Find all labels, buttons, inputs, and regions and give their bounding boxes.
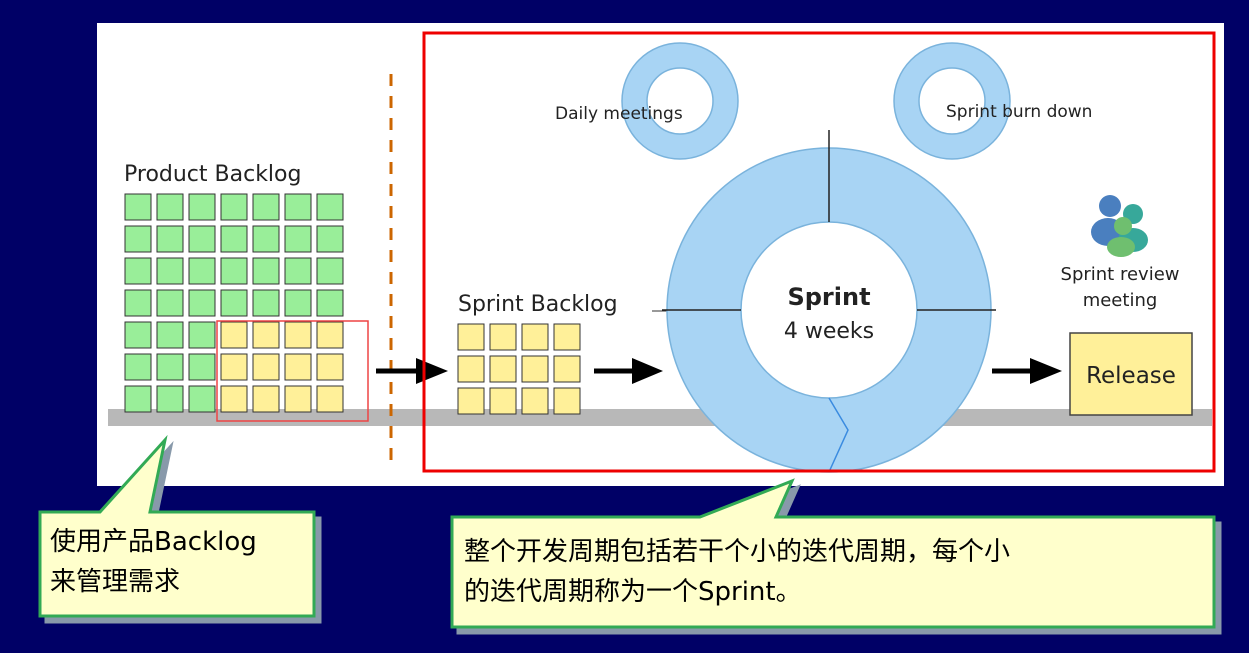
backlog-item bbox=[124, 225, 152, 253]
backlog-item bbox=[252, 385, 280, 413]
left-callout-line1: 使用产品Backlog bbox=[50, 527, 257, 557]
daily-meetings-cycle bbox=[621, 42, 739, 160]
backlog-item bbox=[220, 385, 248, 413]
backlog-item bbox=[316, 289, 344, 317]
daily-meetings-label: Daily meetings bbox=[555, 104, 683, 124]
backlog-item bbox=[284, 193, 312, 221]
backlog-item bbox=[316, 353, 344, 381]
selected-items-box bbox=[216, 320, 369, 422]
backlog-item bbox=[284, 257, 312, 285]
right-callout-line1: 整个开发周期包括若干个小的迭代周期，每个小 bbox=[464, 537, 1011, 567]
sprint-backlog-item bbox=[521, 323, 549, 351]
left-callout bbox=[38, 434, 316, 618]
sprint-backlog-label: Sprint Backlog bbox=[458, 292, 618, 317]
sprint-duration: 4 weeks bbox=[784, 319, 874, 344]
sprint-backlog-item bbox=[457, 323, 485, 351]
backlog-item bbox=[188, 353, 216, 381]
backlog-item bbox=[156, 289, 184, 317]
backlog-item bbox=[284, 385, 312, 413]
backlog-item bbox=[188, 257, 216, 285]
backlog-item bbox=[220, 257, 248, 285]
arrow-to-sprint bbox=[594, 358, 663, 384]
backlog-item bbox=[252, 257, 280, 285]
sprint-backlog-item bbox=[489, 323, 517, 351]
sprint-review-label-line2: meeting bbox=[1083, 290, 1158, 311]
sprint-backlog-item bbox=[521, 355, 549, 383]
sprint-backlog-item bbox=[553, 323, 581, 351]
people-icon bbox=[1091, 195, 1148, 257]
backlog-item bbox=[156, 257, 184, 285]
backlog-item bbox=[156, 321, 184, 349]
product-backlog-grid bbox=[124, 193, 344, 413]
backlog-item bbox=[252, 193, 280, 221]
sprint-backlog-item bbox=[553, 387, 581, 415]
sprint-backlog-item bbox=[489, 355, 517, 383]
backlog-item bbox=[124, 193, 152, 221]
product-backlog-label: Product Backlog bbox=[124, 162, 301, 187]
left-callout-text: 使用产品Backlog 来管理需求 bbox=[50, 522, 257, 602]
arrow-to-release bbox=[992, 358, 1062, 384]
backlog-item bbox=[124, 321, 152, 349]
backlog-item bbox=[316, 257, 344, 285]
release-box: Release bbox=[1069, 332, 1193, 416]
backlog-item bbox=[124, 257, 152, 285]
backlog-item bbox=[188, 289, 216, 317]
backlog-item bbox=[284, 225, 312, 253]
backlog-item bbox=[156, 193, 184, 221]
backlog-item bbox=[316, 193, 344, 221]
backlog-item bbox=[284, 289, 312, 317]
right-callout-text: 整个开发周期包括若干个小的迭代周期，每个小 的迭代周期称为一个Sprint。 bbox=[464, 532, 1010, 612]
backlog-item bbox=[316, 321, 344, 349]
sprint-highlight-box bbox=[422, 31, 1216, 473]
sprint-backlog-item bbox=[553, 355, 581, 383]
backlog-item bbox=[316, 385, 344, 413]
backlog-item bbox=[284, 353, 312, 381]
backlog-item bbox=[156, 385, 184, 413]
backlog-item bbox=[156, 353, 184, 381]
sprint-backlog-grid bbox=[457, 323, 581, 415]
backlog-item bbox=[252, 289, 280, 317]
backlog-item bbox=[220, 321, 248, 349]
backlog-item bbox=[188, 385, 216, 413]
left-callout-line2: 来管理需求 bbox=[50, 567, 181, 597]
sprint-review-label-line1: Sprint review bbox=[1061, 264, 1180, 285]
backlog-item bbox=[220, 289, 248, 317]
backlog-item bbox=[124, 385, 152, 413]
backlog-item bbox=[188, 225, 216, 253]
sprint-backlog-item bbox=[457, 387, 485, 415]
sprint-backlog-item bbox=[521, 387, 549, 415]
backlog-item bbox=[220, 193, 248, 221]
backlog-item bbox=[156, 225, 184, 253]
backlog-item bbox=[220, 225, 248, 253]
sprint-burn-down-cycle bbox=[893, 42, 1011, 160]
backlog-item bbox=[252, 353, 280, 381]
backlog-item bbox=[188, 193, 216, 221]
sprint-backlog-item bbox=[489, 387, 517, 415]
right-callout-line2: 的迭代周期称为一个Sprint。 bbox=[464, 577, 802, 607]
backlog-item bbox=[124, 289, 152, 317]
backlog-item bbox=[284, 321, 312, 349]
release-label: Release bbox=[1086, 363, 1176, 389]
sprint-burn-down-label: Sprint burn down bbox=[946, 102, 1092, 122]
sprint-title: Sprint bbox=[787, 283, 870, 311]
right-callout bbox=[450, 478, 1216, 629]
backlog-item bbox=[188, 321, 216, 349]
backlog-item bbox=[252, 321, 280, 349]
backlog-item bbox=[316, 225, 344, 253]
backlog-item bbox=[252, 225, 280, 253]
backlog-item bbox=[124, 353, 152, 381]
sprint-backlog-item bbox=[457, 355, 485, 383]
backlog-item bbox=[220, 353, 248, 381]
